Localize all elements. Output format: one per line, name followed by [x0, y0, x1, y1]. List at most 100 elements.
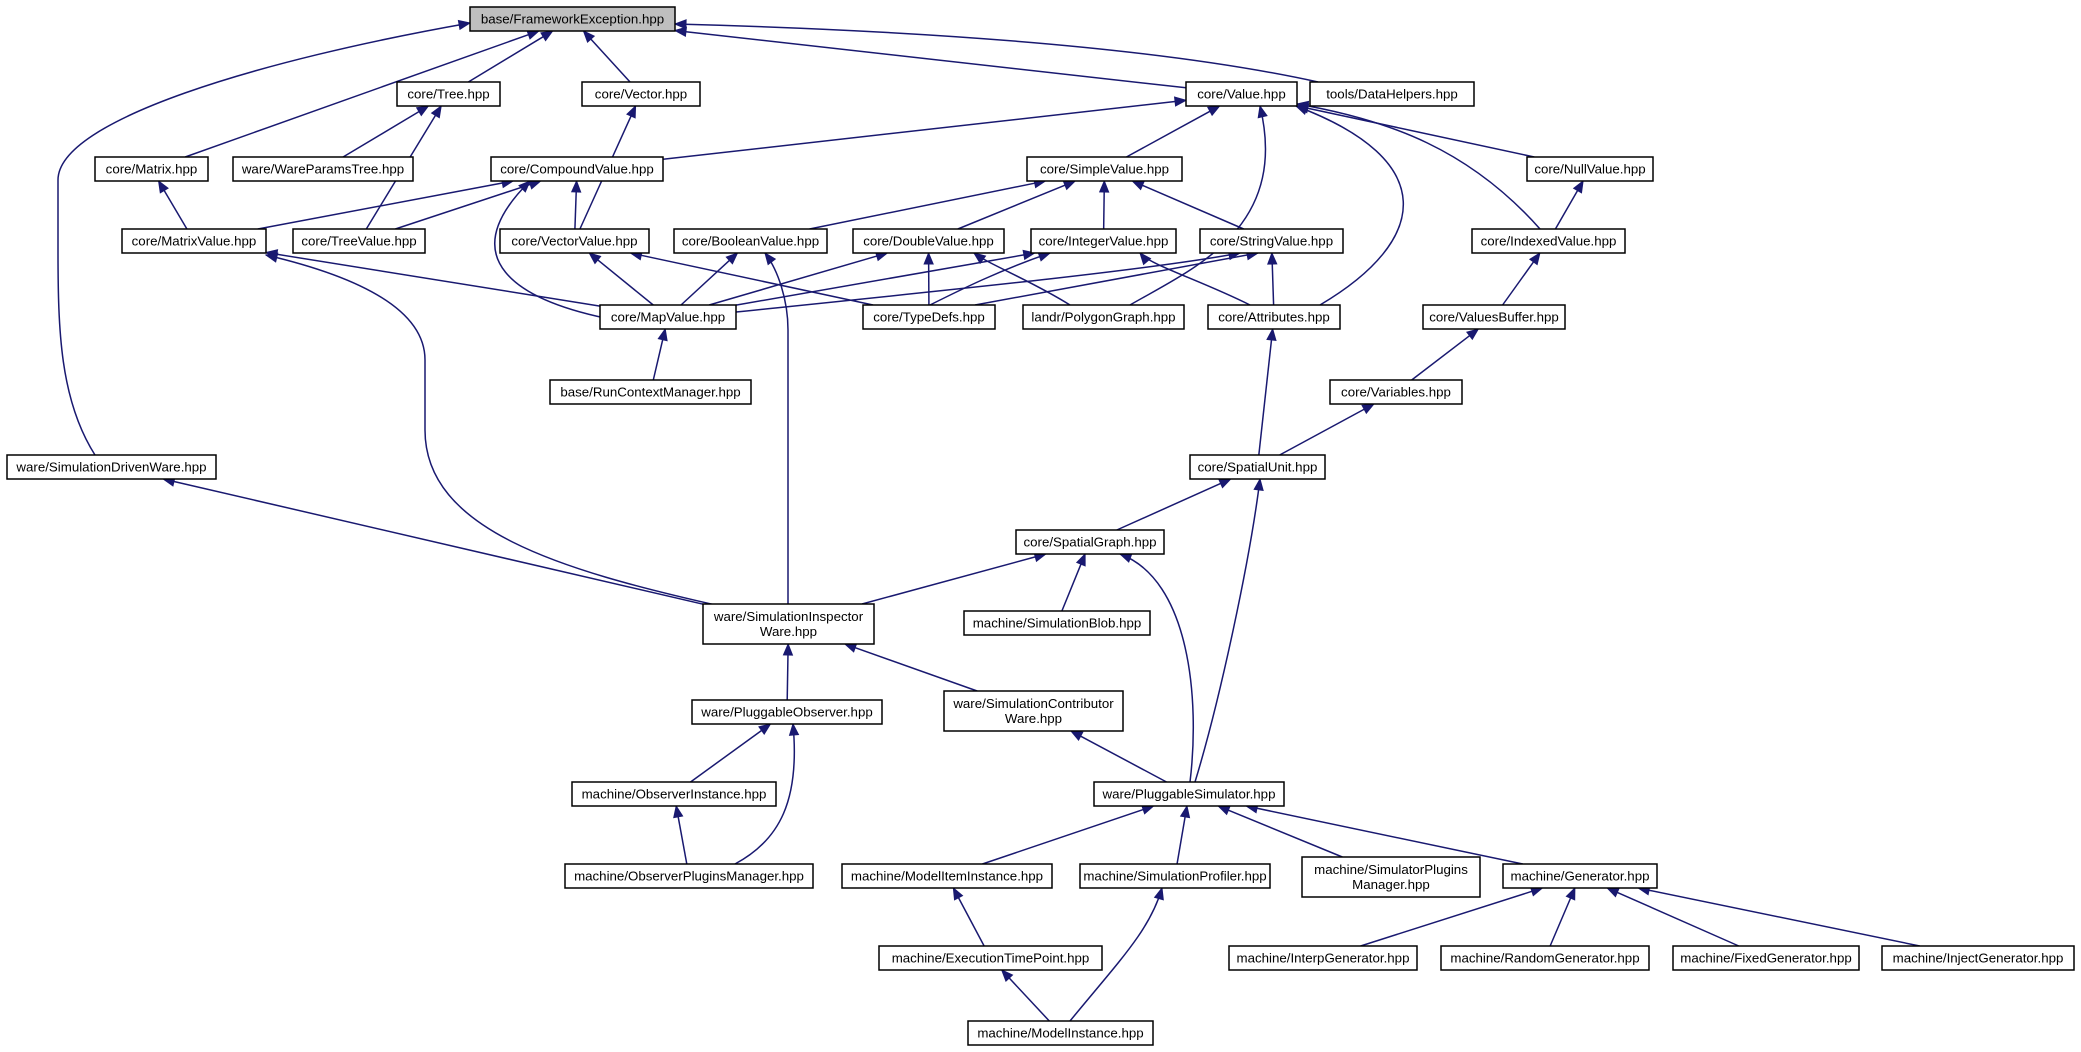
node-label: core/NullValue.hpp — [1534, 162, 1645, 177]
edge-polygongraph-to-doublevalue — [973, 252, 1071, 306]
node-polygongraph[interactable]: landr/PolygonGraph.hpp — [1022, 304, 1185, 330]
node-box — [1471, 228, 1626, 254]
node-label: Ware.hpp — [1005, 711, 1062, 726]
node-label: machine/SimulatorPlugins — [1314, 862, 1468, 877]
edge-pluggableobserver-to-siminspectorware — [786, 654, 789, 701]
node-runcontextmanager[interactable]: base/RunContextManager.hpp — [549, 379, 752, 405]
arrowhead-vector-to-fe — [582, 30, 596, 44]
node-indexedvalue[interactable]: core/IndexedValue.hpp — [1471, 228, 1626, 254]
node-simulationprofiler[interactable]: machine/SimulationProfiler.hpp — [1079, 863, 1271, 889]
node-box — [549, 379, 752, 405]
node-booleanvalue[interactable]: core/BooleanValue.hpp — [673, 228, 828, 254]
node-label: core/DoubleValue.hpp — [863, 234, 994, 249]
node-box — [1026, 156, 1183, 182]
edge-matrix-to-fe — [184, 33, 529, 158]
arrowhead-observerpluginsmanager-to-observerinstance — [673, 804, 684, 819]
node-label: core/MatrixValue.hpp — [132, 234, 257, 249]
node-label: core/SimpleValue.hpp — [1040, 162, 1169, 177]
edge-treevalue-to-compoundvalue — [395, 183, 531, 230]
node-label: machine/SimulationBlob.hpp — [973, 616, 1142, 631]
node-label: base/RunContextManager.hpp — [560, 385, 740, 400]
arrowhead-polygongraph-to-doublevalue — [972, 252, 987, 265]
node-simulationblob[interactable]: machine/SimulationBlob.hpp — [963, 610, 1151, 636]
edge-spatialgraph-to-spatialunit — [1116, 482, 1221, 531]
node-label: landr/PolygonGraph.hpp — [1031, 310, 1175, 325]
edge-vectorvalue-to-compoundvalue — [574, 191, 577, 230]
node-label: core/BooleanValue.hpp — [682, 234, 819, 249]
node-label: core/Vector.hpp — [595, 87, 687, 102]
edge-mapvalue-to-compoundvalue — [494, 180, 606, 319]
node-variables[interactable]: core/Variables.hpp — [1329, 379, 1463, 405]
node-value[interactable]: core/Value.hpp — [1185, 81, 1298, 107]
node-modelinstance[interactable]: machine/ModelInstance.hpp — [967, 1020, 1154, 1046]
node-vector[interactable]: core/Vector.hpp — [581, 81, 701, 107]
node-pluggableobserver[interactable]: ware/PluggableObserver.hpp — [691, 699, 883, 725]
node-datahelpers[interactable]: tools/DataHelpers.hpp — [1309, 81, 1475, 107]
edge-pluggablesimulator-to-spatialunit — [1194, 478, 1261, 783]
node-simplevalue[interactable]: core/SimpleValue.hpp — [1026, 156, 1183, 182]
node-generator[interactable]: machine/Generator.hpp — [1502, 863, 1658, 889]
node-observerinstance[interactable]: machine/ObserverInstance.hpp — [571, 781, 777, 807]
node-pluggablesimulator[interactable]: ware/PluggableSimulator.hpp — [1093, 781, 1285, 807]
node-valuesbuffer[interactable]: core/ValuesBuffer.hpp — [1422, 304, 1566, 330]
node-modeliteminstance[interactable]: machine/ModelItemInstance.hpp — [841, 863, 1053, 889]
node-executiontimepoint[interactable]: machine/ExecutionTimePoint.hpp — [878, 945, 1103, 971]
node-spatialgraph[interactable]: core/SpatialGraph.hpp — [1015, 529, 1165, 555]
node-box — [1079, 863, 1271, 889]
arrowhead-pluggablesimulator-to-spatialgraph — [1118, 553, 1133, 563]
node-attributes[interactable]: core/Attributes.hpp — [1207, 304, 1341, 330]
node-label: machine/InjectGenerator.hpp — [1893, 951, 2064, 966]
node-nullvalue[interactable]: core/NullValue.hpp — [1526, 156, 1654, 182]
node-interpgenerator[interactable]: machine/InterpGenerator.hpp — [1228, 945, 1418, 971]
arrowhead-vectorvalue-to-vector — [626, 104, 637, 119]
node-treevalue[interactable]: core/TreeValue.hpp — [292, 228, 426, 254]
node-mapvalue[interactable]: core/MapValue.hpp — [599, 304, 737, 330]
node-matrix[interactable]: core/Matrix.hpp — [94, 156, 209, 182]
edge-vector-to-fe — [590, 38, 631, 83]
node-simdrivenware[interactable]: ware/SimulationDrivenWare.hpp — [6, 454, 217, 480]
node-box — [1030, 228, 1177, 254]
node-box — [1022, 304, 1185, 330]
node-injectgenerator[interactable]: machine/InjectGenerator.hpp — [1881, 945, 2075, 971]
node-vectorvalue[interactable]: core/VectorValue.hpp — [499, 228, 650, 254]
node-box — [1189, 454, 1326, 480]
node-fixedgenerator[interactable]: machine/FixedGenerator.hpp — [1672, 945, 1860, 971]
node-compoundvalue[interactable]: core/CompoundValue.hpp — [490, 156, 664, 182]
edge-modelinstance-to-simulationprofiler — [1069, 887, 1163, 1022]
node-observerpluginsmanager[interactable]: machine/ObserverPluginsManager.hpp — [564, 863, 814, 889]
node-label: machine/SimulationProfiler.hpp — [1083, 869, 1266, 884]
node-integervalue[interactable]: core/IntegerValue.hpp — [1030, 228, 1177, 254]
node-box — [1093, 781, 1285, 807]
node-matrixvalue[interactable]: core/MatrixValue.hpp — [121, 228, 267, 254]
node-box — [292, 228, 426, 254]
node-stringvalue[interactable]: core/StringValue.hpp — [1199, 228, 1344, 254]
node-tree[interactable]: core/Tree.hpp — [396, 81, 501, 107]
edge-mapvalue-to-matrixvalue — [276, 253, 601, 307]
node-randomgenerator[interactable]: machine/RandomGenerator.hpp — [1440, 945, 1650, 971]
node-spatialunit[interactable]: core/SpatialUnit.hpp — [1189, 454, 1326, 480]
node-box — [1881, 945, 2075, 971]
node-box — [94, 156, 209, 182]
node-box — [878, 945, 1103, 971]
arrowhead-pluggablesimulator-to-spatialunit — [1253, 477, 1264, 492]
node-label: core/TypeDefs.hpp — [873, 310, 985, 325]
node-label: core/TreeValue.hpp — [301, 234, 416, 249]
node-wareparamstree[interactable]: ware/WareParamsTree.hpp — [232, 156, 414, 182]
edge-compoundvalue-to-value — [662, 100, 1176, 161]
node-doublevalue[interactable]: core/DoubleValue.hpp — [852, 228, 1005, 254]
node-fe[interactable]: base/FrameworkException.hpp — [469, 6, 676, 32]
arrowhead-polygongraph-to-value — [1257, 104, 1268, 119]
node-box — [581, 81, 701, 107]
arrowhead-attributes-to-value — [1294, 105, 1309, 115]
arrowhead-randomgenerator-to-generator — [1565, 886, 1576, 901]
node-label: machine/RandomGenerator.hpp — [1450, 951, 1639, 966]
node-box — [691, 699, 883, 725]
edge-simcontribware-to-siminspectorware — [854, 646, 978, 692]
edge-mapvalue-to-doublevalue — [708, 255, 878, 306]
node-typedefs[interactable]: core/TypeDefs.hpp — [862, 304, 996, 330]
arrowhead-mapvalue-to-booleanvalue — [725, 252, 739, 265]
